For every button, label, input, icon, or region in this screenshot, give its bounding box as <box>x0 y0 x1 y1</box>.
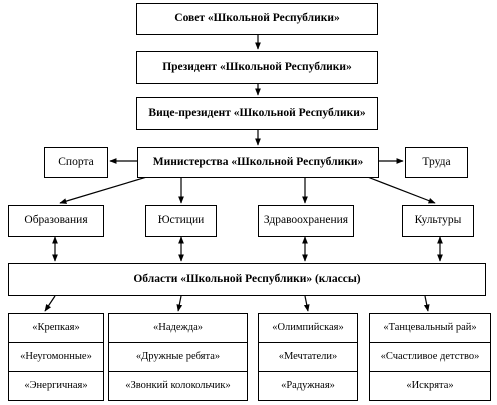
class-name: «Звонкий колокольчик» <box>125 380 231 392</box>
vice-president-box: Вице-президент «Школьной Республики» <box>136 97 378 130</box>
class-name: «Танцевальный рай» <box>370 314 490 343</box>
class-group-1: «Крепкая» «Неугомонные» «Энергичная» <box>8 313 104 401</box>
link-regions-group-2 <box>176 295 183 312</box>
class-name: «Неугомонные» <box>9 343 103 372</box>
sport-box: Спорта <box>44 147 108 178</box>
president-box: Президент «Школьной Республики» <box>136 51 378 84</box>
class-name: «Радужная» <box>281 380 335 392</box>
class-name: «Искрята» <box>406 380 454 392</box>
class-name: «Мечтатели» <box>259 343 357 372</box>
link-regions-group-3 <box>303 295 310 312</box>
class-name: «Дружные ребята» <box>109 343 247 372</box>
class-name: «Надежда» <box>109 314 247 343</box>
department-education: Образования <box>8 205 104 237</box>
class-name: «Крепкая» <box>9 314 103 343</box>
link-ministries-culture <box>364 175 436 204</box>
labor-box: Труда <box>405 147 468 178</box>
regions-box: Области «Школьной Республики» (классы) <box>8 263 486 296</box>
council-box: Совет «Школьной Республики» <box>136 3 378 35</box>
department-culture: Культуры <box>402 205 474 237</box>
department-justice: Юстиции <box>145 205 217 237</box>
link-regions-group-4 <box>423 295 430 312</box>
link-ministries-education <box>59 175 151 204</box>
department-health: Здравоохранения <box>258 205 354 237</box>
class-group-4: «Танцевальный рай» «Счастливое детство» … <box>369 313 491 401</box>
class-group-2: «Надежда» «Дружные ребята» «Звонкий коло… <box>108 313 248 401</box>
link-regions-group-1 <box>44 295 56 312</box>
ministries-box: Министерства «Школьной Республики» <box>137 147 379 178</box>
class-name: «Счастливое детство» <box>370 343 490 372</box>
class-name: «Олимпийская» <box>259 314 357 343</box>
class-name: «Энергичная» <box>24 380 88 392</box>
class-group-3: «Олимпийская» «Мечтатели» «Радужная» <box>258 313 358 401</box>
